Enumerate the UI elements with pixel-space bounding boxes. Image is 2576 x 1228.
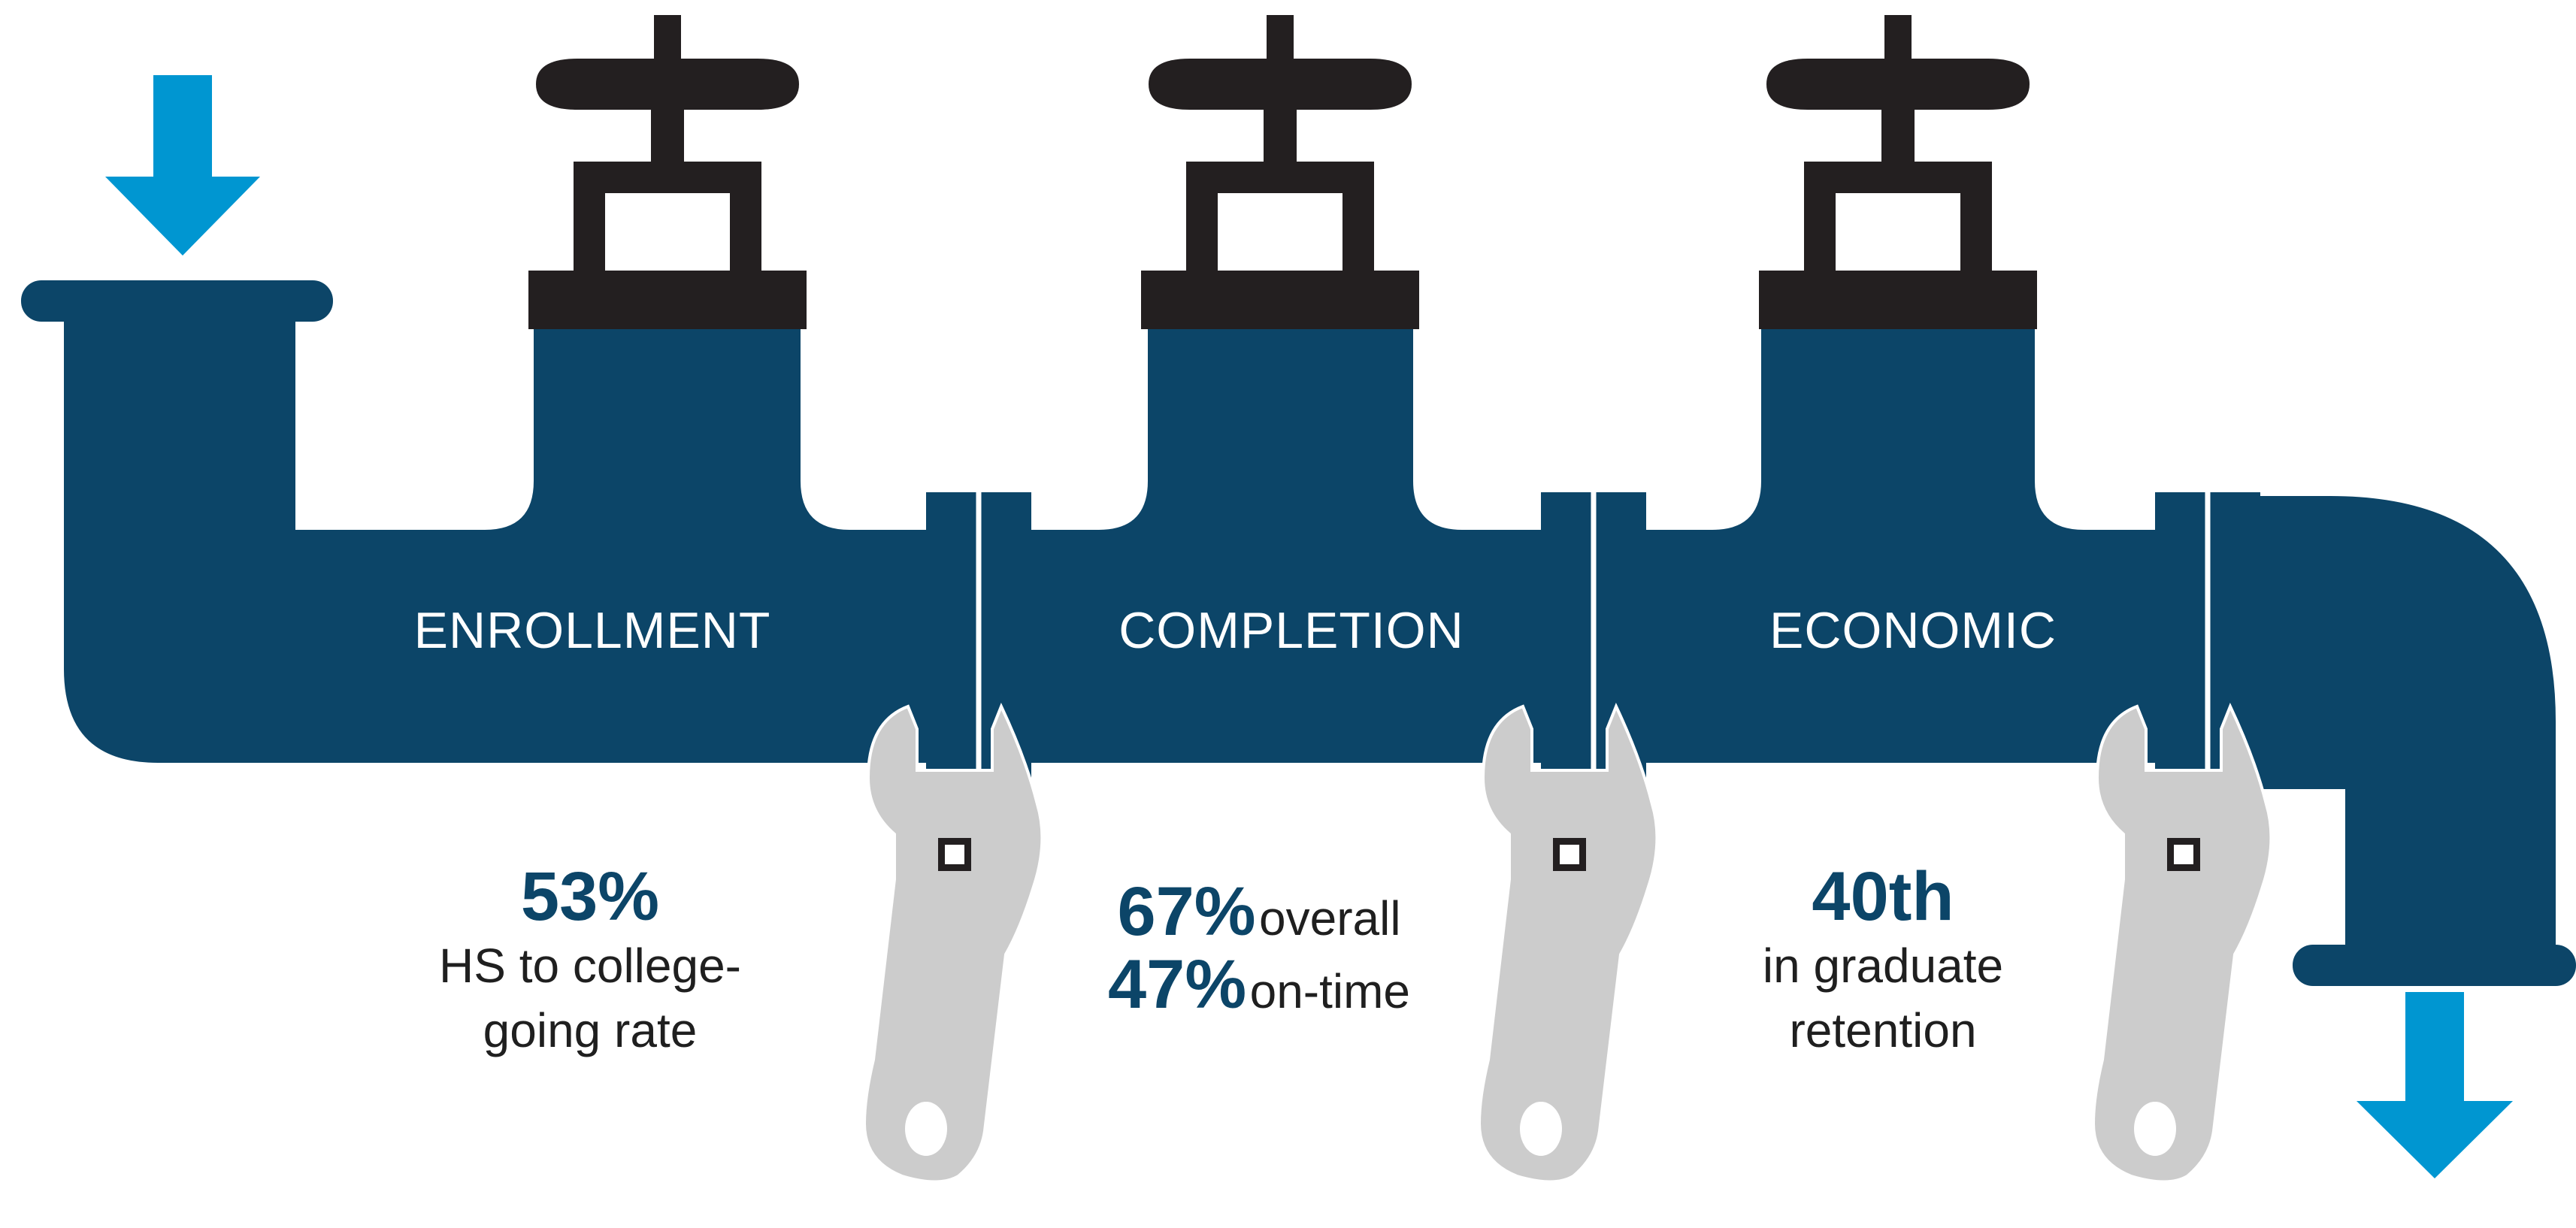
valve-icon (1759, 15, 2037, 329)
completion-overall-desc: overall (1259, 891, 1401, 945)
completion-stat: 67% overall 47% on-time (1049, 876, 1470, 1021)
completion-ontime-desc: on-time (1249, 963, 1410, 1018)
completion-stat-row: 67% overall (1049, 876, 1470, 948)
enrollment-stat-line1: HS to college- (439, 938, 741, 993)
stage-label-completion: COMPLETION (1118, 602, 1464, 659)
stage-label-economic: ECONOMIC (1769, 602, 2057, 659)
stage-label-enrollment: ENROLLMENT (414, 602, 771, 659)
valve-icon (528, 15, 807, 329)
completion-stat-row: 47% on-time (1049, 948, 1470, 1021)
wrench-icon (863, 705, 1044, 1184)
valve-icon (1141, 15, 1419, 329)
economic-stat-value: 40th (1812, 858, 1954, 935)
enrollment-stat-value: 53% (520, 858, 660, 935)
coupling-seams (976, 492, 2211, 785)
wrench-icon (2092, 705, 2273, 1184)
wrench-icon (1478, 705, 1659, 1184)
outlet-arrow-icon (2357, 992, 2513, 1178)
economic-stat-line1: in graduate (1762, 938, 2004, 993)
enrollment-stat-line2: going rate (483, 1003, 698, 1057)
economic-stat: 40th in graduate retention (1695, 861, 2071, 1063)
enrollment-stat: 53% HS to college- going rate (391, 861, 789, 1063)
completion-ontime-value: 47% (1108, 945, 1247, 1023)
completion-overall-value: 67% (1117, 873, 1256, 950)
economic-stat-line2: retention (1789, 1003, 1977, 1057)
inlet-arrow-icon (105, 75, 260, 256)
